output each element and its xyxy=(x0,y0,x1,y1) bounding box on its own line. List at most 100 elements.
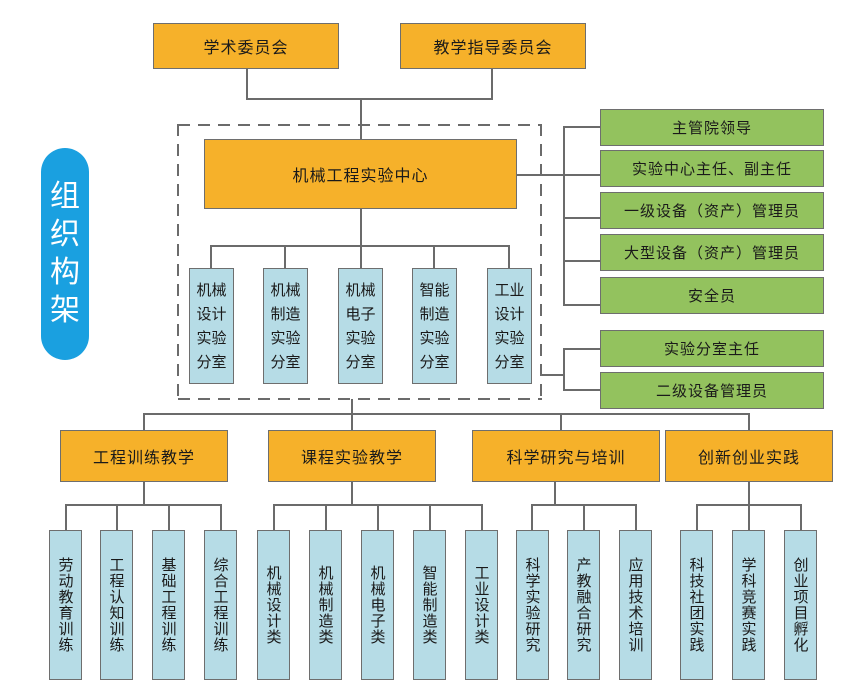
sub-room-box: 工业设计实验分室 xyxy=(487,268,532,384)
connector xyxy=(65,504,222,506)
sub-room-label: 智能制造实验分室 xyxy=(419,281,450,371)
org-structure-label: 组 织 构 架 xyxy=(41,148,89,360)
leaf-box: 科技社团实践 xyxy=(680,530,713,680)
leaf-box: 机械设计类 xyxy=(257,530,290,680)
leaf-label: 学科竞赛实践 xyxy=(739,557,758,653)
connector xyxy=(273,504,275,530)
leaf-box: 科学实验研究 xyxy=(516,530,549,680)
category-label: 课程实验教学 xyxy=(300,448,403,467)
role-box: 主管院领导 xyxy=(600,109,824,146)
connector xyxy=(143,413,145,430)
teaching-committee-box: 教学指导委员会 xyxy=(400,23,586,69)
connector xyxy=(284,245,286,268)
leaf-box: 创业项目孵化 xyxy=(784,530,817,680)
role-box: 安全员 xyxy=(600,277,824,314)
sub-room-box: 智能制造实验分室 xyxy=(412,268,457,384)
dashed-boundary-top xyxy=(178,124,542,126)
connector xyxy=(563,217,601,219)
leaf-label: 产教融合研究 xyxy=(574,557,593,653)
leaf-box: 劳动教育训练 xyxy=(49,530,82,680)
leaf-label: 应用技术培训 xyxy=(626,557,645,653)
role-label: 二级设备管理员 xyxy=(655,382,768,400)
teaching-committee-label: 教学指导委员会 xyxy=(433,38,553,57)
connector xyxy=(65,504,67,530)
leaf-label: 工业设计类 xyxy=(472,565,491,645)
connector xyxy=(635,504,637,530)
label-char: 织 xyxy=(50,217,80,252)
role-label: 一级设备（资产）管理员 xyxy=(623,202,800,220)
role-box: 实验中心主任、副主任 xyxy=(600,150,824,187)
connector xyxy=(508,245,510,268)
leaf-label: 劳动教育训练 xyxy=(56,557,75,653)
dashed-boundary-bottom xyxy=(178,398,542,400)
connector xyxy=(429,504,431,530)
connector xyxy=(210,245,212,268)
category-label: 工程训练教学 xyxy=(92,448,195,467)
connector xyxy=(563,389,601,391)
role-box: 实验分室主任 xyxy=(600,330,824,367)
center-label: 机械工程实验中心 xyxy=(292,166,429,185)
connector xyxy=(541,374,565,376)
leaf-label: 智能制造类 xyxy=(420,565,439,645)
leaf-label: 机械电子类 xyxy=(368,565,387,645)
leaf-label: 基础工程训练 xyxy=(159,557,178,653)
leaf-label: 综合工程训练 xyxy=(211,557,230,653)
category-box: 工程训练教学 xyxy=(60,430,228,482)
category-box: 科学研究与培训 xyxy=(472,430,660,482)
role-label: 安全员 xyxy=(687,287,736,305)
connector xyxy=(554,482,556,505)
leaf-box: 应用技术培训 xyxy=(619,530,652,680)
connector xyxy=(563,348,565,390)
connector xyxy=(517,174,565,176)
sub-room-box: 机械制造实验分室 xyxy=(263,268,308,384)
connector xyxy=(143,413,750,415)
connector xyxy=(143,482,145,505)
leaf-box: 基础工程训练 xyxy=(152,530,185,680)
leaf-box: 机械电子类 xyxy=(361,530,394,680)
leaf-label: 机械设计类 xyxy=(264,565,283,645)
sub-room-label: 机械电子实验分室 xyxy=(345,281,376,371)
leaf-label: 科技社团实践 xyxy=(687,557,706,653)
connector xyxy=(246,69,248,100)
connector xyxy=(220,504,222,530)
connector xyxy=(563,304,601,306)
connector xyxy=(560,413,562,430)
connector xyxy=(563,348,601,350)
connector xyxy=(168,504,170,530)
sub-room-label: 机械设计实验分室 xyxy=(196,281,227,371)
leaf-box: 学科竞赛实践 xyxy=(732,530,765,680)
leaf-box: 工业设计类 xyxy=(465,530,498,680)
category-label: 科学研究与培训 xyxy=(506,448,626,467)
leaf-box: 工程认知训练 xyxy=(100,530,133,680)
connector xyxy=(563,174,601,176)
dashed-boundary-left xyxy=(177,124,179,400)
sub-room-box: 机械电子实验分室 xyxy=(338,268,383,384)
leaf-label: 工程认知训练 xyxy=(107,557,126,653)
connector xyxy=(360,209,362,246)
role-label: 实验分室主任 xyxy=(663,340,760,358)
connector xyxy=(563,260,601,262)
role-box: 大型设备（资产）管理员 xyxy=(600,234,824,271)
academic-committee-box: 学术委员会 xyxy=(153,23,339,69)
center-box: 机械工程实验中心 xyxy=(204,139,517,209)
connector xyxy=(377,504,379,530)
connector xyxy=(748,482,750,505)
category-box: 课程实验教学 xyxy=(268,430,436,482)
connector xyxy=(481,504,483,530)
role-box: 一级设备（资产）管理员 xyxy=(600,192,824,229)
label-char: 架 xyxy=(50,293,80,328)
connector xyxy=(748,504,750,530)
connector xyxy=(360,98,362,139)
label-char: 组 xyxy=(50,179,80,214)
label-char: 构 xyxy=(50,255,80,290)
connector xyxy=(246,98,493,100)
leaf-box: 产教融合研究 xyxy=(567,530,600,680)
leaf-box: 智能制造类 xyxy=(413,530,446,680)
connector xyxy=(696,504,698,530)
leaf-box: 机械制造类 xyxy=(309,530,342,680)
connector xyxy=(800,504,802,530)
connector xyxy=(583,504,585,530)
connector xyxy=(563,126,565,305)
category-box: 创新创业实践 xyxy=(665,430,833,482)
leaf-label: 机械制造类 xyxy=(316,565,335,645)
